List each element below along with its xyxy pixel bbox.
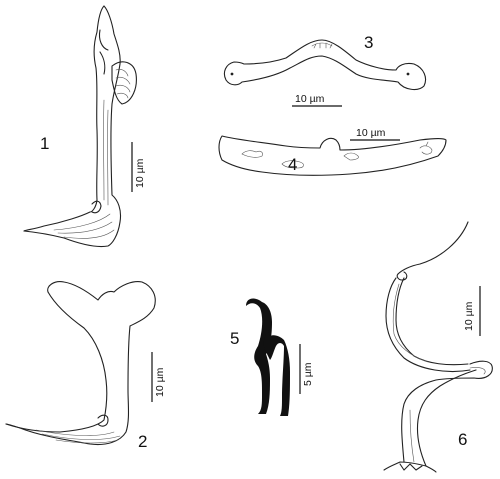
figure-1-scale-label: 10 µm xyxy=(134,158,146,188)
figure-3-scale-label: 10 µm xyxy=(295,93,325,105)
figure-5-scale-bar: 5 µm xyxy=(299,344,314,394)
figure-4-number: 4 xyxy=(288,155,297,174)
figure-3-number: 3 xyxy=(364,33,373,52)
figure-5-scale-label: 5 µm xyxy=(302,362,314,386)
figure-4-scale-bar: 10 µm xyxy=(350,127,400,141)
figure-6-scale-bar: 10 µm xyxy=(463,286,481,336)
figure-2-number: 2 xyxy=(138,432,147,451)
figure-1-scale-bar: 10 µm xyxy=(131,142,146,192)
figure-4-scale-label: 10 µm xyxy=(356,127,386,139)
figure-2-anchor xyxy=(5,281,156,446)
figure-1-anchor xyxy=(23,5,137,248)
figure-6-number: 6 xyxy=(458,430,467,449)
figure-6-copulatory-organ xyxy=(383,221,493,473)
figure-2-scale-bar: 10 µm xyxy=(151,352,166,402)
figure-3-bar xyxy=(223,39,427,91)
figure-4-bar xyxy=(218,135,447,176)
figure-3-scale-bar: 10 µm xyxy=(292,93,342,107)
figure-1-number: 1 xyxy=(40,134,49,153)
figure-5-hooklet xyxy=(246,298,290,416)
figure-5-number: 5 xyxy=(230,329,239,348)
figure-6-scale-label: 10 µm xyxy=(463,301,475,331)
figure-2-scale-label: 10 µm xyxy=(154,367,166,397)
